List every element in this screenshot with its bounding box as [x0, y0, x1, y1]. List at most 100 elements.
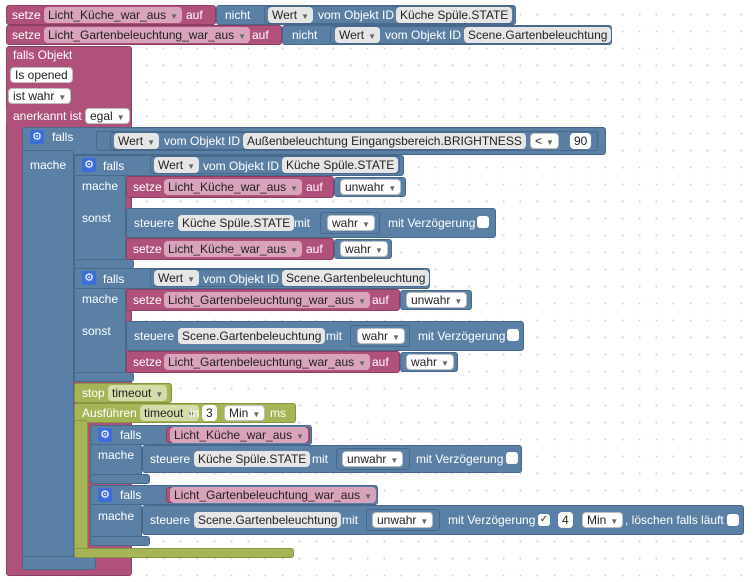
value-dropdown[interactable]: Wert▼	[114, 133, 160, 149]
var-garden-field[interactable]: Licht_Gartenbeleuchtung_war_aus▼	[164, 354, 371, 370]
gear-icon[interactable]: ⚙	[30, 130, 44, 144]
timeout-var-field[interactable]: timeout▼	[140, 405, 200, 421]
acknowledged-dropdown[interactable]: egal▼	[85, 108, 130, 124]
value-dropdown[interactable]: Wert▼	[154, 157, 200, 173]
if-garden-footer	[74, 372, 134, 382]
compare-operator-dropdown[interactable]: <▼	[530, 133, 559, 149]
run-timeout-spine	[74, 420, 88, 558]
object-id-field[interactable]: Außenbeleuchtung Eingangsbereich.BRIGHTN…	[243, 133, 526, 149]
object-id-field[interactable]: Küche Spüle.STATE	[282, 157, 399, 173]
with-label: mit	[294, 216, 310, 230]
chevron-down-icon: ▼	[290, 246, 298, 255]
do-label: mache	[82, 179, 119, 193]
if-kitchen-spine	[74, 175, 126, 267]
object-id-field[interactable]: Scene.Gartenbeleuchtung	[194, 512, 342, 528]
control-label: steuere	[134, 216, 175, 230]
object-id-field[interactable]: Küche Spüle.STATE	[396, 7, 513, 23]
bool-dropdown[interactable]: unwahr▼	[372, 512, 434, 528]
var-kitchen-field[interactable]: Licht_Küche_war_aus▼	[44, 7, 182, 23]
with-delay-label: mit Verzögerung	[388, 216, 476, 230]
var-garden-field[interactable]: Licht_Gartenbeleuchtung_war_aus▼	[44, 27, 251, 43]
do-label: mache	[98, 448, 135, 462]
acknowledged-label: anerkannt ist	[13, 109, 82, 123]
value-dropdown[interactable]: Wert▼	[268, 7, 314, 23]
if-label: falls	[52, 130, 74, 144]
bool-dropdown[interactable]: unwahr▼	[406, 292, 468, 308]
chevron-down-icon: ▼	[364, 492, 373, 501]
with-label: mit	[342, 513, 358, 527]
gear-icon[interactable]: ⚙	[98, 488, 112, 502]
compare-value-field[interactable]: 90	[570, 133, 592, 149]
do-label: mache	[82, 292, 119, 306]
on-label: auf	[372, 355, 389, 369]
object-id-field[interactable]: Küche Spüle.STATE	[194, 451, 311, 467]
bool-dropdown[interactable]: unwahr▼	[340, 179, 402, 195]
on-label: auf	[306, 180, 323, 194]
var-kitchen-field[interactable]: Licht_Küche_war_aus▼	[164, 241, 302, 257]
delay-value-field[interactable]: 4	[558, 512, 573, 528]
object-id-field[interactable]: Scene.Gartenbeleuchtung	[464, 27, 612, 43]
delay-checkbox[interactable]	[477, 216, 489, 228]
chevron-down-icon: ▼	[252, 410, 261, 419]
chevron-down-icon: ▼	[187, 410, 196, 419]
with-delay-label: mit Verzögerung	[418, 329, 506, 343]
bool-dropdown[interactable]: wahr▼	[327, 215, 375, 231]
set-label: setze	[133, 355, 162, 369]
var-kitchen-field[interactable]: Licht_Küche_war_aus▼	[170, 427, 308, 443]
delay-checkbox[interactable]	[506, 452, 518, 464]
delay-checkbox-checked[interactable]: ✓	[538, 514, 550, 526]
bool-dropdown[interactable]: unwahr▼	[342, 451, 404, 467]
object-id-field[interactable]: Scene.Gartenbeleuchtung	[282, 270, 430, 286]
on-label: auf	[306, 242, 323, 256]
gear-icon[interactable]: ⚙	[82, 271, 96, 285]
run-timeout-footer	[74, 548, 294, 558]
object-id-field[interactable]: Küche Spüle.STATE	[178, 215, 295, 231]
chevron-down-icon: ▼	[375, 246, 383, 255]
if-var-kitchen-footer	[90, 474, 150, 484]
bool-dropdown[interactable]: wahr▼	[340, 241, 388, 257]
bool-dropdown[interactable]: wahr▼	[357, 328, 405, 344]
delay-unit-dropdown[interactable]: Min▼	[582, 512, 624, 528]
chevron-down-icon: ▼	[116, 113, 125, 122]
chevron-down-icon: ▼	[358, 297, 367, 306]
object-id-field[interactable]: Scene.Gartenbeleuchtung	[178, 328, 326, 344]
chevron-down-icon: ▼	[155, 390, 164, 399]
var-garden-field[interactable]: Licht_Gartenbeleuchtung_war_aus▼	[170, 487, 377, 503]
clear-if-running-label: , löschen falls läuft	[625, 513, 724, 527]
set-label: setze	[133, 293, 162, 307]
gear-icon[interactable]: ⚙	[98, 428, 112, 442]
stop-label: stop	[82, 386, 105, 400]
delay-checkbox[interactable]	[507, 329, 519, 341]
value-dropdown[interactable]: Wert▼	[154, 270, 200, 286]
chevron-down-icon: ▼	[610, 517, 619, 526]
chevron-down-icon: ▼	[546, 138, 554, 147]
chevron-down-icon: ▼	[296, 432, 304, 441]
trigger-label: falls Objekt	[13, 48, 73, 62]
timeout-var-field[interactable]: timeout▼	[108, 385, 168, 401]
var-garden-field[interactable]: Licht_Gartenbeleuchtung_war_aus▼	[164, 292, 371, 308]
of-object-id-label: vom Objekt ID	[164, 134, 241, 148]
control-label: steuere	[150, 513, 191, 527]
var-kitchen-field[interactable]: Licht_Küche_war_aus▼	[164, 179, 302, 195]
trigger-condition-dropdown[interactable]: ist wahr▼	[8, 88, 72, 104]
chevron-down-icon: ▼	[290, 184, 298, 193]
clear-checkbox[interactable]	[727, 514, 739, 526]
trigger-event-dropdown[interactable]: Is opened	[10, 67, 73, 83]
timeout-delay-field[interactable]: 3	[202, 405, 217, 421]
of-object-id-label: vom Objekt ID	[203, 272, 280, 286]
bool-dropdown[interactable]: wahr▼	[406, 354, 454, 370]
chevron-down-icon: ▼	[238, 32, 247, 41]
not-label: nicht	[292, 28, 318, 42]
do-label: mache	[30, 158, 67, 172]
on-label: auf	[372, 293, 389, 307]
gear-icon[interactable]: ⚙	[82, 158, 96, 172]
on-label: auf	[252, 28, 269, 42]
value-dropdown[interactable]: Wert▼	[335, 27, 381, 43]
chevron-down-icon: ▼	[58, 93, 67, 102]
with-delay-label: mit Verzögerung	[448, 513, 536, 527]
timeout-unit-dropdown[interactable]: Min▼	[224, 405, 266, 421]
of-object-id-label: vom Objekt ID	[318, 8, 395, 22]
execute-label: Ausführen	[82, 406, 137, 420]
control-label: steuere	[134, 329, 175, 343]
chevron-down-icon: ▼	[454, 297, 463, 306]
